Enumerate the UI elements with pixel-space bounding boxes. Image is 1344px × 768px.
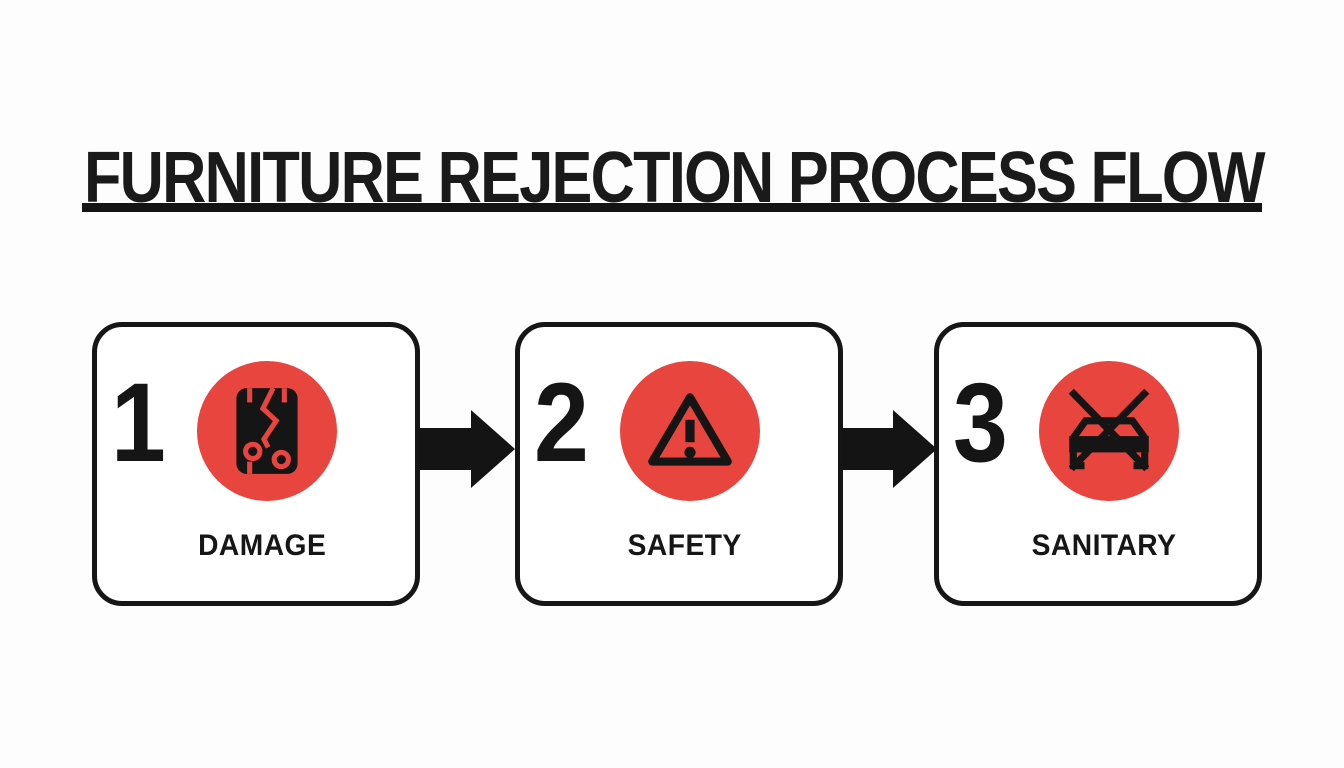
red-icon-badge bbox=[1039, 361, 1179, 501]
page-title: FURNITURE REJECTION PROCESS FLOW bbox=[84, 138, 1266, 219]
step-label: SAFETY bbox=[520, 529, 838, 562]
step-label: SANITARY bbox=[939, 529, 1257, 562]
step-label-text: SAFETY bbox=[627, 529, 743, 562]
step-number: 2 bbox=[534, 360, 589, 485]
no-bed-icon bbox=[1068, 388, 1150, 472]
step-label: DAMAGE bbox=[97, 529, 415, 562]
title-underline-rule bbox=[82, 203, 1262, 212]
red-icon-badge bbox=[197, 361, 337, 501]
step-label-text: DAMAGE bbox=[197, 529, 327, 562]
step-number: 3 bbox=[953, 360, 1008, 485]
warning-triangle-icon bbox=[648, 393, 732, 466]
step-box-sanitary: 3 SANITARY bbox=[934, 322, 1262, 606]
arrow-right-icon bbox=[419, 410, 515, 488]
red-icon-badge bbox=[620, 361, 760, 501]
step-number: 1 bbox=[111, 360, 166, 485]
step-box-safety: 2 SAFETY bbox=[515, 322, 843, 606]
step-box-damage: 1 DAMAGE bbox=[92, 322, 420, 606]
step-label-text: SANITARY bbox=[1031, 529, 1177, 562]
arrow-right-icon bbox=[841, 410, 937, 488]
cracked-panel-icon bbox=[236, 387, 298, 474]
